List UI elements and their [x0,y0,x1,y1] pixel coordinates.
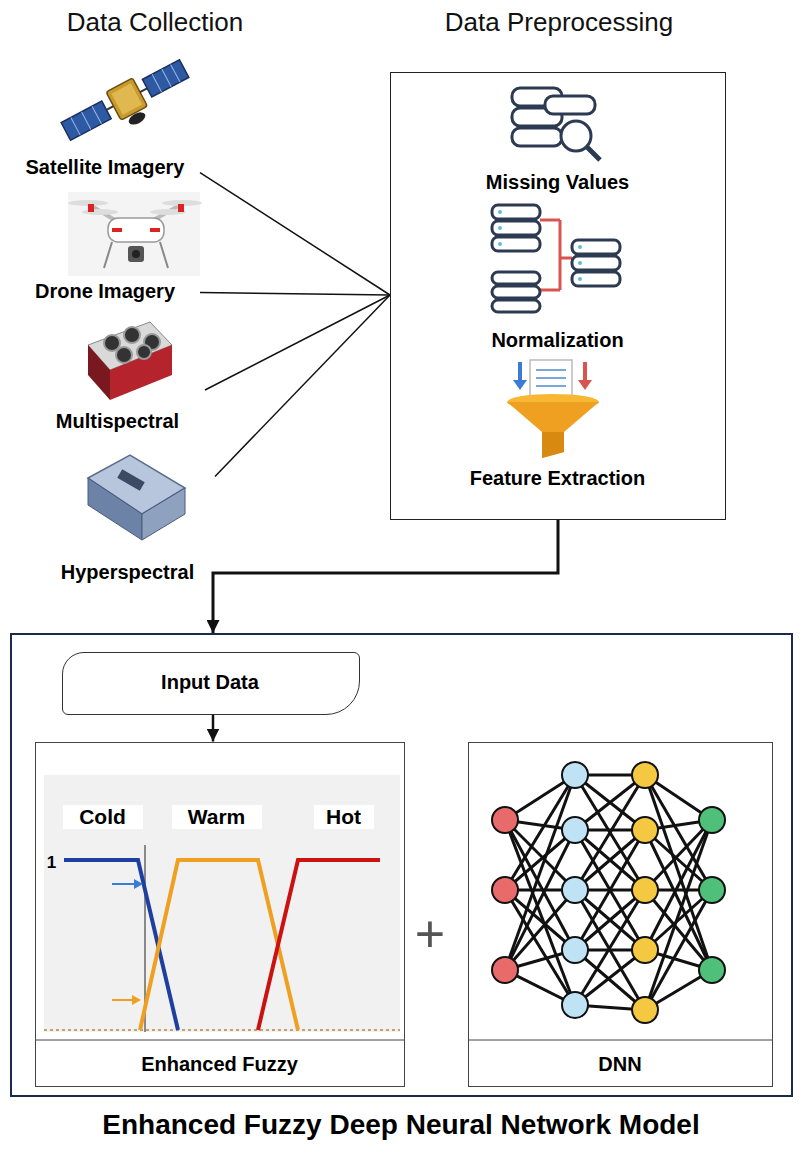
node-text: Feature Extraction [391,467,724,490]
database-search-icon [512,88,600,160]
plus-sign: + [410,905,450,965]
data-source: Multispectral [30,318,205,438]
node-text: Cold [63,805,143,829]
data-source: Drone Imagery [10,188,200,308]
node-text: Warm [172,805,262,829]
column-heading: Data Collection [30,8,280,38]
node-text: DNN [469,1053,772,1076]
node-text: Satellite Imagery [10,156,200,179]
neural-network [469,762,772,1040]
node-text: Hot [314,805,374,829]
preprocessing-box: Data PreprocessingMissing ValuesNormaliz… [390,72,726,520]
input-box: Input Data [62,652,360,715]
connector-arrow [212,715,215,742]
drone-icon [68,192,202,276]
node-text: Multispectral [30,410,205,433]
node-text: Enhanced Fuzzy [36,1053,404,1076]
satellite-icon [58,54,197,155]
hyperspectral-sensor-icon [88,455,185,540]
connector-arrow [213,520,558,633]
node-text: 1 [44,853,60,873]
node-text: Normalization [391,329,724,352]
database-network-icon [492,205,620,312]
data-source: Hyperspectral [40,446,215,591]
node-text: Drone Imagery [10,280,200,303]
data-source: Satellite Imagery [10,48,200,188]
node-text: Enhanced Fuzzy Deep Neural Network Model [12,1109,790,1141]
connector-line [200,292,390,295]
connector-line [200,173,390,295]
node-text: Data Preprocessing [371,8,747,38]
membership-chart [36,775,404,1040]
node-text: Hyperspectral [40,561,215,584]
model-box: Enhanced Fuzzy Deep Neural Network Model… [10,633,793,1097]
connector-line [215,295,390,476]
multispectral-camera-icon [88,322,172,400]
funnel-icon [507,360,599,458]
node-text: Missing Values [391,171,724,194]
node-text: Input Data [63,671,358,694]
connector-line [205,295,390,390]
fuzzy-panel: Cold Warm Hot 1Enhanced Fuzzy [35,742,405,1087]
dnn-panel: DNN [468,742,773,1087]
